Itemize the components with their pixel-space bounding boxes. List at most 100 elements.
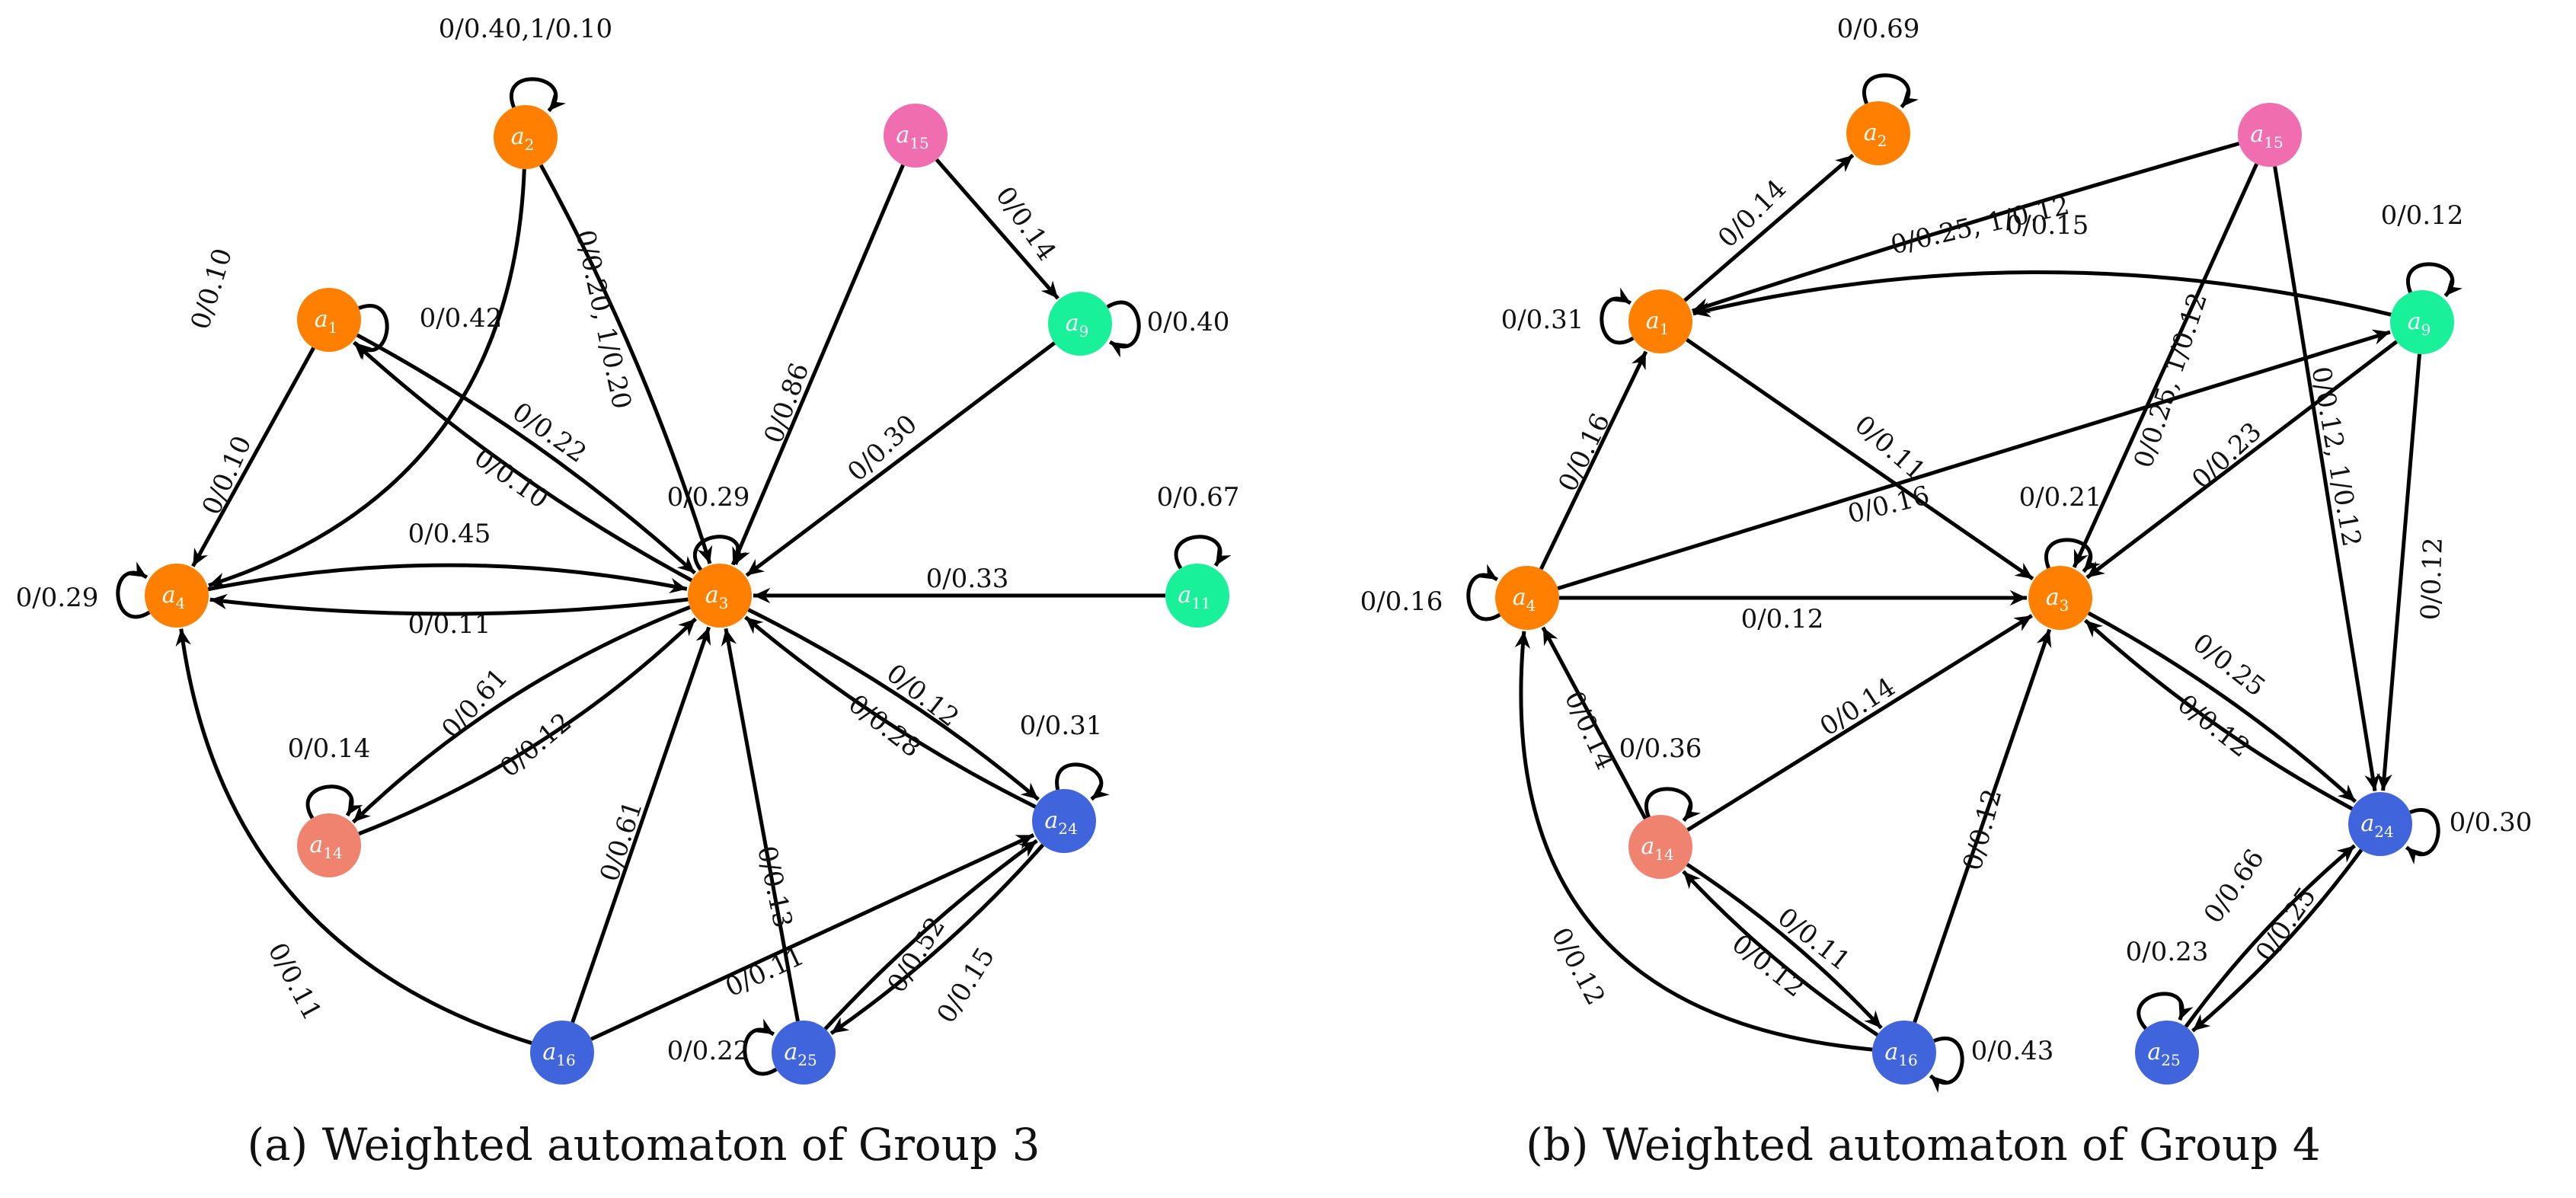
node-a16: a16: [530, 1021, 594, 1085]
node-a24: a24: [1032, 789, 1096, 853]
edge-weight-label: 0/0.31: [1501, 305, 1584, 335]
edge-a16-a24: [590, 833, 1035, 1041]
edge-weight-label: 0/0.61: [594, 797, 649, 885]
node-a15: a15: [2238, 103, 2302, 167]
node-a25: a25: [2135, 1021, 2199, 1085]
node-a16: a16: [1872, 1021, 1936, 1085]
node-circle: [530, 1021, 594, 1085]
edge-a15-a3: [2072, 163, 2258, 568]
edge-weight-label: 0/0.14: [288, 733, 371, 764]
edge-a9-a3: [745, 341, 1056, 577]
edge-weight-label: 0/0.11: [721, 941, 809, 1003]
node-circle: [494, 105, 558, 169]
node-label: a15: [896, 122, 928, 152]
edge-weight-label: 0/0.25: [2187, 628, 2271, 703]
node-label: a9: [1066, 310, 1089, 340]
edge-weight-label: 0/0.14: [1558, 686, 1621, 775]
edge-a3-a3: [2044, 538, 2101, 573]
edge-a24-a24: [1055, 762, 1110, 801]
edges: [1466, 73, 2463, 1093]
node-a2: a2: [1846, 101, 1910, 165]
node-label: a11: [1178, 582, 1210, 612]
node-a11: a11: [1165, 564, 1229, 628]
edge-weight-label: 0/0.31: [1020, 711, 1103, 741]
edge-weight-label: 0/0.29: [16, 583, 99, 613]
node-circle: [2238, 103, 2302, 167]
edge-a9-a1: [1692, 270, 2392, 318]
edge-a1-a4: [191, 347, 315, 567]
edge-a3-a24: [747, 608, 1040, 801]
edge-a3-a4: [209, 593, 689, 616]
node-a1: a1: [1628, 289, 1692, 353]
edge-a1-a1: [1600, 287, 1635, 345]
edge-weight-label: 0/0.22: [667, 1036, 750, 1066]
node-circle: [297, 813, 361, 877]
edge-a9-a9: [1106, 300, 1141, 358]
edge-weight-label: 0/0.14: [989, 181, 1062, 267]
edge-weight-label: 0/0.15: [2006, 210, 2089, 241]
edge-weight-label: 0/0.10: [185, 245, 238, 334]
edge-a4-a4: [116, 561, 151, 619]
edge-weight-label: 0/0.43: [1971, 1036, 2054, 1066]
edge-a14-a16: [1686, 862, 1883, 1030]
node-circle: [2390, 290, 2454, 354]
node-a3: a3: [688, 564, 752, 628]
node-label: a1: [315, 306, 338, 337]
edge-weight-label: 0/0.86: [759, 359, 816, 447]
node-a2: a2: [494, 105, 558, 169]
node-label: a15: [2250, 121, 2283, 152]
edge-weight-label: 0/0.12: [2381, 200, 2464, 231]
edge-a24-a3: [2083, 618, 2354, 811]
edge-a9-a3: [2085, 340, 2399, 580]
node-label: a3: [2046, 584, 2069, 615]
edge-a2-a2: [1862, 73, 1919, 109]
edge-weight-label: 0/0.30: [842, 409, 923, 487]
node-label: a14: [1641, 833, 1673, 864]
edge-a16-a3: [570, 626, 711, 1024]
edge-weight-label: 0/0.52: [882, 912, 952, 998]
edge-weight-label: 0/0.13: [751, 843, 798, 931]
edge-weight-label: 0/0.11: [262, 938, 328, 1026]
node-circle: [2028, 566, 2092, 630]
edge-weight-label: 0/0.12: [494, 707, 577, 784]
edge-a14-a3: [358, 617, 698, 836]
caption-group-4: (b) Weighted automaton of Group 4: [1526, 1119, 2321, 1171]
edge-weight-label: 0/0.36: [1619, 733, 1702, 764]
edge-a4-a3: [207, 563, 688, 594]
edge-a4-a4: [1466, 564, 1501, 621]
edge-a1-a3: [1686, 337, 2034, 581]
edge-a15-a1: [1692, 142, 2240, 314]
caption-group-3: (a) Weighted automaton of Group 3: [247, 1119, 1040, 1171]
node-circle: [772, 1021, 836, 1085]
edge-a1-a3: [356, 333, 697, 575]
node-circle: [884, 104, 948, 168]
edge-weight-label: 0/0.20, 1/0.20: [570, 227, 638, 411]
edge-a1-a2: [1683, 153, 1855, 302]
edge-a9-a24: [2376, 353, 2422, 791]
edge-a15-a9: [935, 158, 1059, 300]
edge-weight-label: 0/0.10: [468, 442, 554, 515]
node-circle: [2135, 1021, 2199, 1085]
edge-a2-a2: [510, 77, 566, 113]
node-a9: a9: [2390, 290, 2454, 354]
edge-a14-a14: [305, 784, 363, 819]
node-circle: [1872, 1021, 1936, 1085]
edge-a24-a25: [2191, 848, 2363, 1033]
edge-weight-label: 0/0.12: [1741, 604, 1824, 634]
edge-a24-a25: [829, 843, 1045, 1035]
node-a25: a25: [772, 1021, 836, 1085]
edge-a24-a24: [2405, 808, 2440, 864]
node-circle: [1495, 566, 1559, 630]
edge-weight-label: 0/0.12, 1/0.12: [2306, 364, 2367, 549]
edge-weight-label: 0/0.11: [1849, 410, 1931, 487]
edge-a15-a24: [2273, 166, 2380, 791]
edge-weight-label: 0/0.40: [1147, 307, 1230, 337]
edge-a14-a4: [1541, 626, 1648, 820]
node-a15: a15: [884, 104, 948, 168]
edge-a11-a11: [1174, 535, 1232, 570]
edge-weight-label: 0/0.12: [1958, 786, 2009, 874]
